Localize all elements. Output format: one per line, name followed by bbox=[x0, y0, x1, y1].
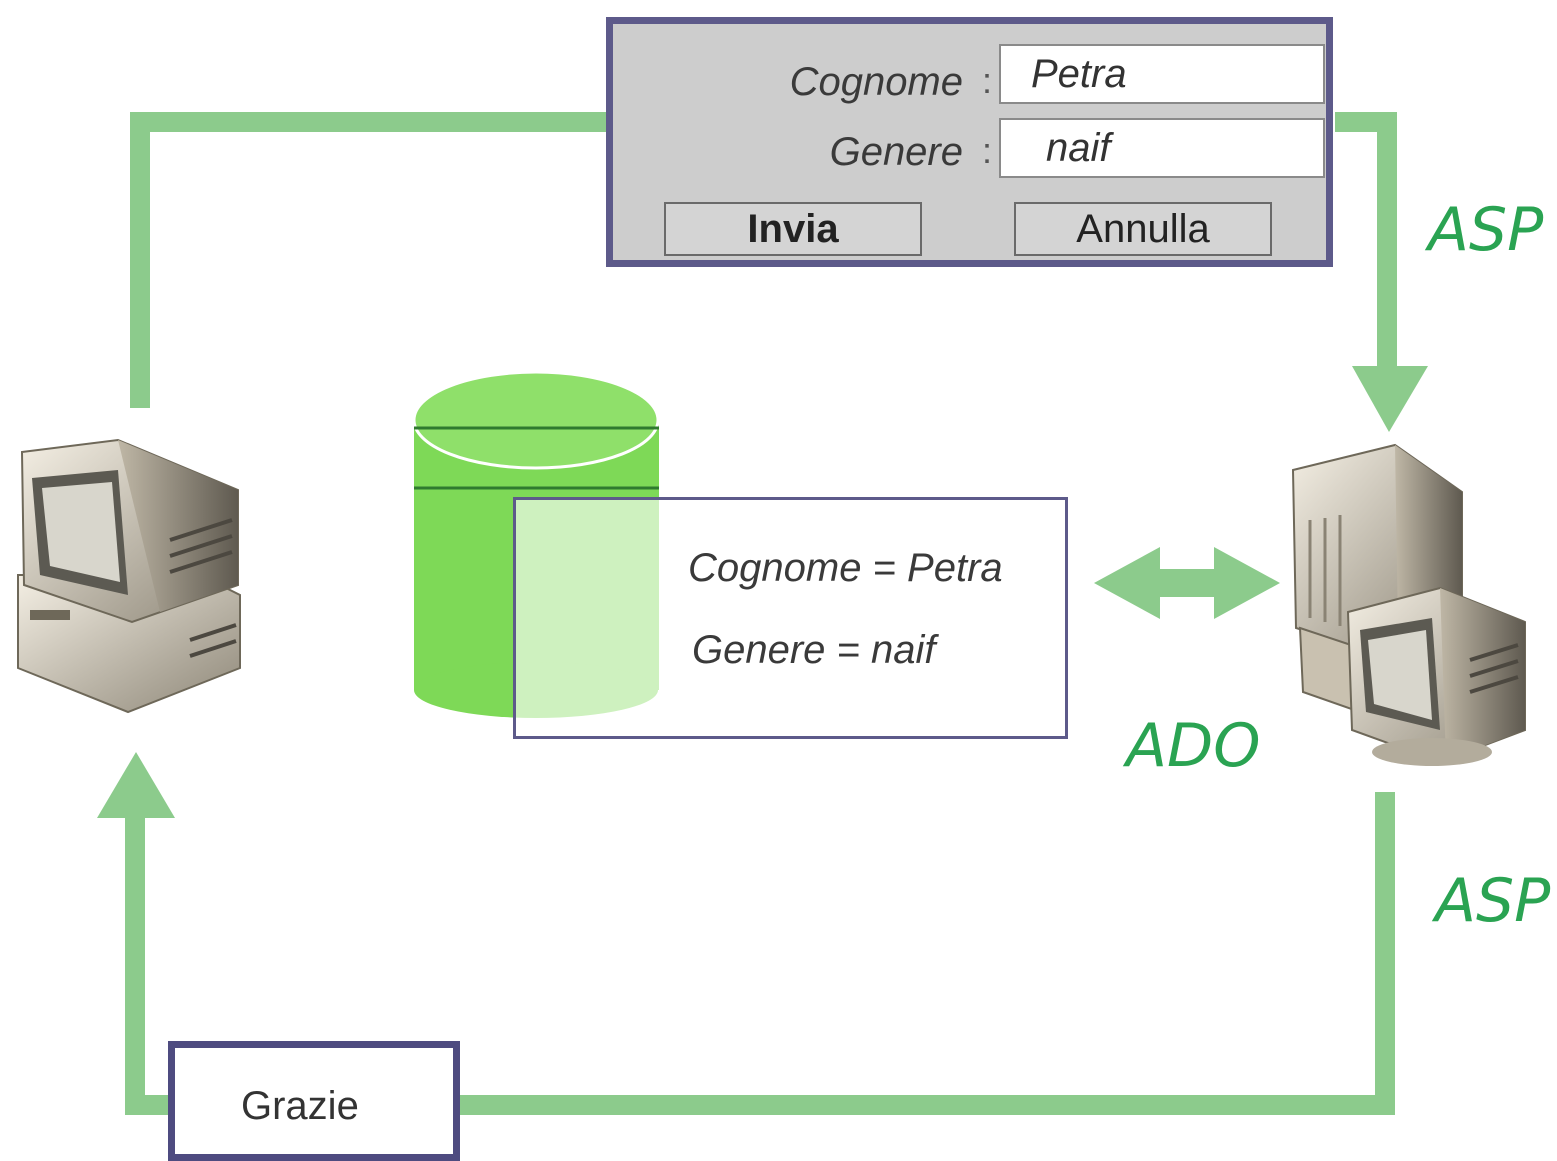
response-text: Grazie bbox=[241, 1084, 359, 1128]
genre-separator: : bbox=[982, 130, 993, 171]
request-flow-line bbox=[130, 112, 1397, 408]
response-flow-line bbox=[125, 792, 1395, 1115]
cancel-button[interactable]: Annulla bbox=[1014, 202, 1272, 256]
asp-request-label: ASP bbox=[1428, 195, 1544, 265]
request-form: Cognome : Petra Genere : naif Invia Annu… bbox=[606, 17, 1333, 267]
ado-double-arrow bbox=[1094, 547, 1280, 619]
surname-field[interactable]: Petra bbox=[999, 44, 1325, 104]
record-surname-line: Cognome = Petra bbox=[688, 546, 1003, 590]
response-page: Grazie bbox=[168, 1041, 460, 1161]
server-computer-icon bbox=[1291, 443, 1526, 766]
surname-label: Cognome bbox=[789, 60, 963, 104]
genre-field[interactable]: naif bbox=[999, 118, 1325, 178]
surname-separator: : bbox=[982, 60, 993, 101]
submit-button[interactable]: Invia bbox=[664, 202, 922, 256]
request-arrow-head bbox=[1352, 366, 1428, 432]
asp-response-label: ASP bbox=[1435, 866, 1551, 936]
response-arrow-head bbox=[97, 752, 175, 818]
ado-label: ADO bbox=[1126, 711, 1261, 781]
database-record-box: Cognome = Petra Genere = naif bbox=[513, 497, 1068, 739]
client-computer-icon bbox=[17, 438, 241, 714]
record-genre-line: Genere = naif bbox=[692, 628, 936, 672]
genre-label: Genere bbox=[829, 130, 963, 174]
